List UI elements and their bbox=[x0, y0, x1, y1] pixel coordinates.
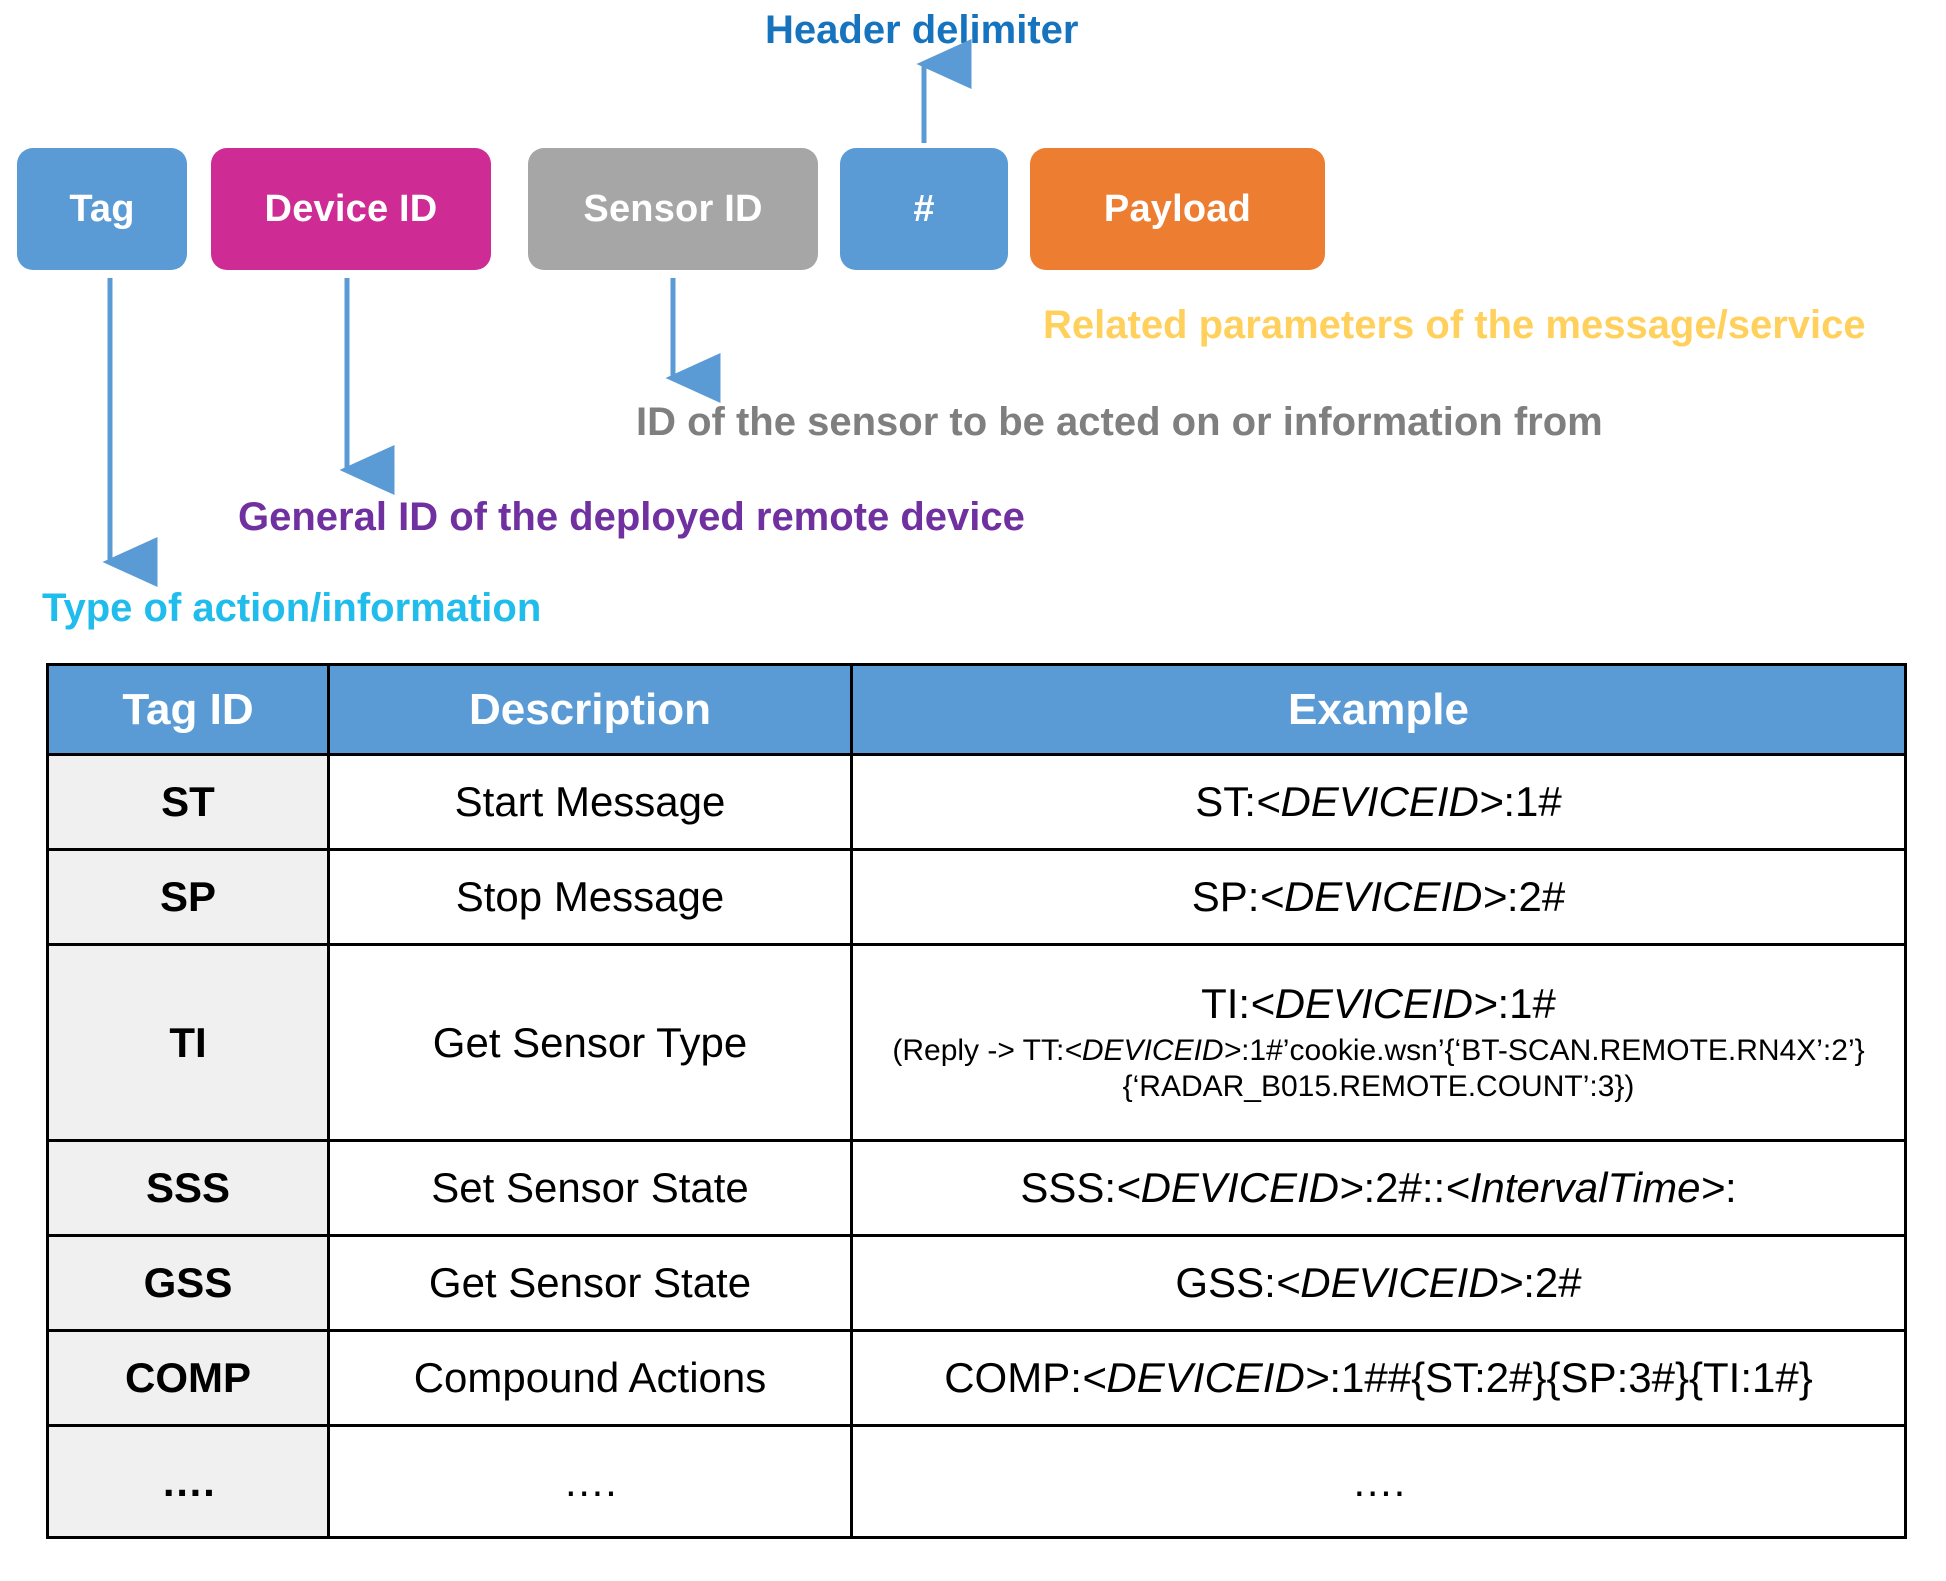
column-header-example: Example bbox=[850, 663, 1907, 756]
example-suffix: :2# bbox=[1506, 873, 1566, 921]
cell-tag-id: SP bbox=[46, 848, 330, 946]
cell-tag-id: ST bbox=[46, 753, 330, 851]
cell-example: TI:<DEVICEID>:1# (Reply -> TT:<DEVICEID>… bbox=[850, 943, 1907, 1142]
cell-example: COMP:<DEVICEID>:1##{ST:2#}{SP:3#}{TI:1#} bbox=[850, 1329, 1907, 1427]
example-deviceid: <DEVICEID> bbox=[1255, 778, 1504, 826]
table-row: GSS Get Sensor State GSS:<DEVICEID>:2# bbox=[46, 1234, 1907, 1332]
annotation-tag-desc: Type of action/information bbox=[42, 586, 542, 630]
example-prefix: SSS: bbox=[1020, 1164, 1117, 1212]
cell-tag-id: SSS bbox=[46, 1139, 330, 1237]
annotation-related-parameters: Related parameters of the message/servic… bbox=[1043, 303, 1866, 347]
segment-hash-delimiter: # bbox=[840, 148, 1008, 270]
example-prefix: TI: bbox=[1201, 980, 1251, 1028]
example-deviceid: <DEVICEID> bbox=[1250, 980, 1498, 1028]
cell-tag-id: TI bbox=[46, 943, 330, 1142]
column-header-description: Description bbox=[327, 663, 853, 756]
example-deviceid: <DEVICEID> bbox=[1275, 1259, 1524, 1307]
cell-tag-id: COMP bbox=[46, 1329, 330, 1427]
cell-description: Set Sensor State bbox=[327, 1139, 853, 1237]
example-prefix: GSS: bbox=[1175, 1259, 1276, 1307]
example-prefix: SP: bbox=[1191, 873, 1260, 921]
example-reply-prefix: (Reply -> TT: bbox=[892, 1033, 1065, 1067]
cell-example: SP:<DEVICEID>:2# bbox=[850, 848, 1907, 946]
cell-description: …. bbox=[327, 1424, 853, 1539]
example-reply-suffix: :1#’cookie.wsn’{‘BT-SCAN.REMOTE.RN4X’:2’… bbox=[1122, 1033, 1865, 1104]
example-suffix: :2#:: bbox=[1363, 1164, 1446, 1212]
cell-description: Get Sensor Type bbox=[327, 943, 853, 1142]
example-prefix: ST: bbox=[1195, 778, 1256, 826]
annotation-sensor-id-desc: ID of the sensor to be acted on or infor… bbox=[636, 400, 1603, 444]
message-format-diagram: Tag Device ID Sensor ID # Payload Header… bbox=[0, 0, 1946, 640]
example-intervaltime: <IntervalTime> bbox=[1445, 1164, 1725, 1212]
cell-description: Get Sensor State bbox=[327, 1234, 853, 1332]
segment-payload-label: Payload bbox=[1103, 187, 1252, 230]
example-suffix: :1# bbox=[1503, 778, 1562, 826]
segment-sensor-id-label: Sensor ID bbox=[583, 187, 763, 230]
cell-tag-id: …. bbox=[46, 1424, 330, 1539]
cell-tag-id: GSS bbox=[46, 1234, 330, 1332]
example-suffix: :1##{ST:2#}{SP:3#}{TI:1#} bbox=[1329, 1354, 1813, 1402]
table-row: ST Start Message ST:<DEVICEID>:1# bbox=[46, 753, 1907, 851]
cell-example: ST:<DEVICEID>:1# bbox=[850, 753, 1907, 851]
segment-hash-label: # bbox=[913, 187, 935, 230]
segment-tag: Tag bbox=[17, 148, 187, 270]
example-prefix: COMP: bbox=[944, 1354, 1082, 1402]
example-deviceid: <DEVICEID> bbox=[1259, 873, 1507, 921]
table-row: …. …. …. bbox=[46, 1424, 1907, 1539]
annotation-header-delimiter: Header delimiter bbox=[765, 8, 1079, 52]
segment-device-id-label: Device ID bbox=[264, 187, 438, 230]
tag-id-table: Tag ID Description Example ST Start Mess… bbox=[46, 663, 1907, 1539]
annotation-device-id-desc: General ID of the deployed remote device bbox=[238, 495, 1025, 539]
example-suffix-2: : bbox=[1724, 1164, 1737, 1212]
example-deviceid: <DEVICEID> bbox=[1081, 1354, 1330, 1402]
example-deviceid: <DEVICEID> bbox=[1116, 1164, 1364, 1212]
column-header-tag-id: Tag ID bbox=[46, 663, 330, 756]
cell-example: SSS:<DEVICEID>:2#::<IntervalTime>: bbox=[850, 1139, 1907, 1237]
cell-description: Compound Actions bbox=[327, 1329, 853, 1427]
cell-example: GSS:<DEVICEID>:2# bbox=[850, 1234, 1907, 1332]
table-header-row: Tag ID Description Example bbox=[46, 663, 1907, 756]
example-suffix: :2# bbox=[1523, 1259, 1582, 1307]
example-suffix: :1# bbox=[1497, 980, 1556, 1028]
cell-example: …. bbox=[850, 1424, 1907, 1539]
segment-sensor-id: Sensor ID bbox=[528, 148, 818, 270]
example-reply-deviceid: <DEVICEID> bbox=[1064, 1033, 1242, 1067]
segment-payload: Payload bbox=[1030, 148, 1325, 270]
table-row: SP Stop Message SP:<DEVICEID>:2# bbox=[46, 848, 1907, 946]
table-row: SSS Set Sensor State SSS:<DEVICEID>:2#::… bbox=[46, 1139, 1907, 1237]
cell-description: Start Message bbox=[327, 753, 853, 851]
table-row: TI Get Sensor Type TI:<DEVICEID>:1# (Rep… bbox=[46, 943, 1907, 1142]
table-row: COMP Compound Actions COMP:<DEVICEID>:1#… bbox=[46, 1329, 1907, 1427]
segment-device-id: Device ID bbox=[211, 148, 491, 270]
cell-description: Stop Message bbox=[327, 848, 853, 946]
segment-tag-label: Tag bbox=[69, 187, 135, 230]
